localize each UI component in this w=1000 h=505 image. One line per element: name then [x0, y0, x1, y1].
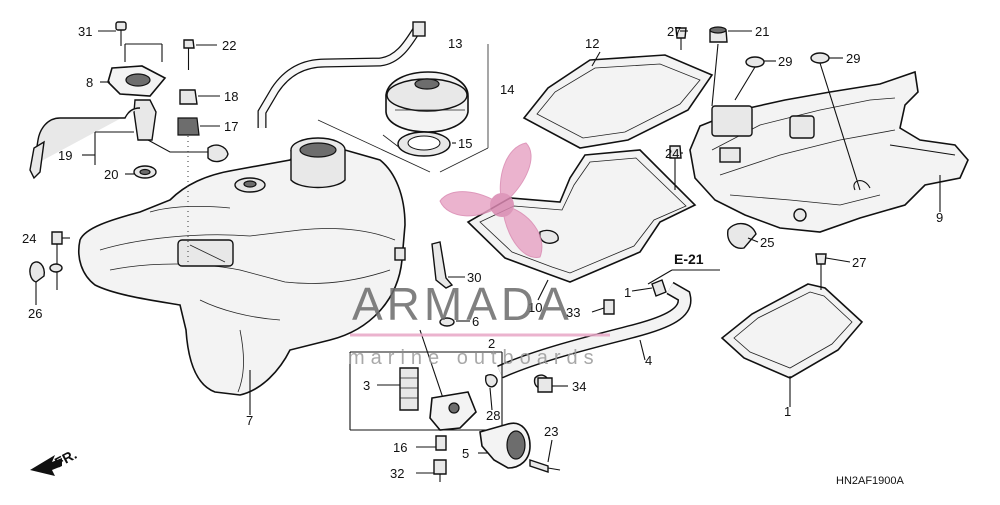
- callout-13: 13: [448, 36, 462, 51]
- callout-32: 32: [390, 466, 404, 481]
- top-fasteners: [675, 26, 861, 191]
- watermark-brand: ARMADA: [352, 278, 573, 330]
- callout-25: 25: [760, 235, 774, 250]
- callout-7: 7: [246, 413, 253, 428]
- grommet: [439, 317, 455, 327]
- fuel-cap-gasket: [397, 131, 451, 157]
- armada-watermark: ARMADA marine outboards: [348, 142, 610, 369]
- reference-label: E-21: [674, 251, 704, 267]
- callout-10: 10: [528, 300, 542, 315]
- floor-mat-lower: [720, 253, 864, 379]
- callout-6: 6: [472, 314, 479, 329]
- tank-bracket: [431, 241, 454, 289]
- watermark-tagline: marine outboards: [348, 347, 600, 369]
- callout-30: 30: [467, 270, 481, 285]
- callout-33: 33: [566, 305, 580, 320]
- callout-17: 17: [224, 119, 238, 134]
- callout-15: 15: [458, 136, 472, 151]
- side-fasteners: [29, 231, 63, 290]
- leader-lines: [35, 30, 941, 474]
- callout-16: 16: [393, 440, 407, 455]
- callout-31: 31: [78, 24, 92, 39]
- callout-labels: 31 22 13 12 27 21 8 18 14 29 29 17 19 15…: [22, 24, 943, 487]
- callout-2: 2: [488, 336, 495, 351]
- breather-hose: [257, 21, 426, 128]
- callout-23: 23: [544, 424, 558, 439]
- cap-bolt-stack: [177, 39, 200, 265]
- floor-mat-upper: [522, 54, 714, 149]
- callout-19: 19: [58, 148, 72, 163]
- callout-8: 8: [86, 75, 93, 90]
- callout-4: 4: [645, 353, 652, 368]
- callout-20: 20: [104, 167, 118, 182]
- callout-9: 9: [936, 210, 943, 225]
- callout-22: 22: [222, 38, 236, 53]
- clamp-and-grommet: [669, 145, 757, 249]
- callout-29-left: 29: [778, 54, 792, 69]
- callout-5: 5: [462, 446, 469, 461]
- callout-18: 18: [224, 89, 238, 104]
- propeller-logo: [439, 142, 543, 258]
- fuel-pump-unit: [29, 21, 229, 180]
- front-direction-arrow: [30, 455, 62, 476]
- callout-1-upper: 1: [624, 285, 631, 300]
- diagram-code: HN2AF1900A: [836, 475, 905, 487]
- callout-29-right: 29: [846, 51, 860, 66]
- tank-frame: [689, 70, 969, 233]
- callout-27-right: 27: [852, 255, 866, 270]
- callout-3: 3: [363, 378, 370, 393]
- callout-26: 26: [28, 306, 42, 321]
- valve-cover: [479, 422, 561, 473]
- callout-24-left: 24: [22, 231, 36, 246]
- fuel-cap: [385, 71, 469, 133]
- callout-1-lower: 1: [784, 404, 791, 419]
- callout-24-right: 24: [665, 146, 679, 161]
- callout-21: 21: [755, 24, 769, 39]
- callout-12: 12: [585, 36, 599, 51]
- fuel-tank: [78, 137, 406, 396]
- hose-clamp: [537, 377, 553, 393]
- callout-27-top: 27: [667, 24, 681, 39]
- fuel-valve-assembly: [349, 329, 503, 482]
- callout-34: 34: [572, 379, 586, 394]
- callout-14: 14: [500, 82, 514, 97]
- fuel-hose: [497, 279, 692, 389]
- callout-28: 28: [486, 408, 500, 423]
